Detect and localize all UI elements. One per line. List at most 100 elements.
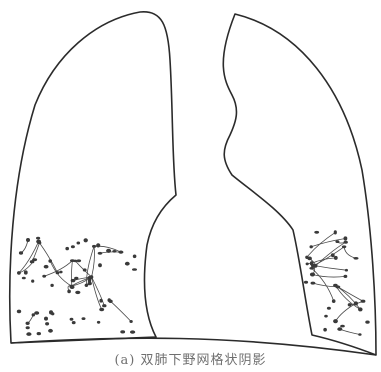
right-reticular-shading [304, 230, 370, 336]
right-reticular-nodule [335, 240, 339, 243]
right-reticular-nodule [354, 257, 359, 260]
left-reticular-nodule [24, 270, 28, 274]
left-reticular-nodule [74, 260, 78, 263]
right-reticular-nodule [310, 273, 315, 277]
right-reticular-nodule [304, 281, 308, 284]
right-reticular-nodule [358, 333, 361, 336]
left-reticular-nodule [132, 268, 137, 271]
right-reticular-nodule [306, 263, 309, 266]
left-reticular-nodule [129, 320, 132, 323]
right-reticular-strand [314, 247, 344, 266]
right-reticular-nodule [333, 284, 338, 287]
right-reticular-nodule [324, 315, 328, 318]
right-reticular-nodule [307, 257, 312, 261]
right-reticular-nodule [310, 245, 313, 248]
left-reticular-nodule [120, 330, 125, 333]
left-reticular-nodule [44, 317, 48, 321]
right-reticular-strand [336, 303, 356, 321]
left-reticular-strand [92, 277, 102, 310]
right-reticular-nodule [344, 275, 348, 278]
left-reticular-nodule [130, 330, 135, 333]
right-reticular-nodule [331, 253, 335, 257]
left-reticular-nodule [70, 318, 74, 321]
left-reticular-strand [71, 261, 72, 288]
left-reticular-nodule [37, 332, 41, 335]
left-reticular-nodule [26, 322, 30, 325]
left-reticular-nodule [90, 275, 93, 279]
left-reticular-nodule [77, 242, 81, 245]
right-reticular-strand [344, 247, 356, 258]
right-reticular-strand [312, 268, 334, 301]
left-reticular-nodule [67, 290, 71, 294]
left-reticular-nodule [83, 268, 87, 271]
right-reticular-strand [313, 275, 346, 278]
left-reticular-strand [21, 240, 28, 253]
right-reticular-strand [307, 232, 335, 257]
left-reticular-nodule [88, 282, 92, 286]
right-reticular-nodule [344, 236, 348, 240]
left-reticular-nodule [32, 258, 37, 261]
left-reticular-nodule [118, 251, 123, 254]
left-reticular-nodule [56, 271, 60, 274]
left-reticular-nodule [32, 313, 35, 316]
left-reticular-nodule [26, 238, 30, 242]
left-reticular-nodule [99, 308, 104, 312]
left-reticular-nodule [108, 298, 111, 302]
right-reticular-nodule [334, 256, 338, 260]
left-reticular-nodule [17, 271, 21, 275]
left-reticular-nodule [36, 240, 41, 244]
left-reticular-nodule [17, 310, 21, 314]
left-reticular-nodule [69, 285, 73, 288]
left-reticular-nodule [71, 279, 76, 282]
left-lung-outline [10, 12, 176, 343]
right-reticular-nodule [342, 245, 346, 248]
left-reticular-nodule [98, 252, 103, 255]
left-reticular-nodule [71, 245, 75, 248]
left-reticular-nodule [112, 250, 116, 253]
left-reticular-strand [111, 301, 132, 321]
left-reticular-nodule [106, 249, 111, 253]
left-reticular-nodule [75, 291, 80, 294]
left-reticular-nodule [82, 317, 86, 320]
left-reticular-nodule [45, 322, 49, 325]
right-reticular-nodule [361, 300, 366, 303]
left-reticular-nodule [22, 277, 26, 280]
left-reticular-nodule [44, 265, 49, 269]
left-reticular-nodule [42, 275, 46, 278]
right-reticular-nodule [323, 328, 327, 332]
right-reticular-nodule [311, 264, 315, 268]
left-reticular-nodule [99, 299, 102, 303]
left-reticular-nodule [49, 310, 53, 314]
right-reticular-nodule [314, 231, 319, 234]
right-reticular-nodule [333, 319, 338, 323]
left-reticular-nodule [72, 321, 76, 324]
right-reticular-nodule [345, 269, 348, 272]
right-reticular-nodule [348, 303, 352, 306]
right-reticular-nodule [354, 301, 358, 305]
left-reticular-nodule [92, 245, 96, 248]
left-reticular-strand [19, 242, 39, 273]
left-reticular-nodule [96, 243, 100, 247]
right-lung-outline [223, 14, 376, 355]
left-reticular-nodule [26, 332, 31, 336]
left-reticular-nodule [84, 238, 88, 242]
right-reticular-nodule [311, 282, 316, 285]
left-reticular-strand [40, 243, 58, 273]
right-reticular-nodule [344, 241, 348, 244]
left-reticular-nodule [59, 271, 62, 274]
right-reticular-strand [314, 266, 347, 271]
right-reticular-nodule [365, 321, 369, 324]
right-reticular-nodule [340, 325, 345, 328]
left-reticular-nodule [74, 277, 78, 280]
left-reticular-nodule [102, 304, 106, 307]
left-reticular-nodule [31, 280, 34, 283]
left-reticular-nodule [65, 247, 69, 250]
right-reticular-nodule [334, 230, 337, 234]
left-reticular-nodule [98, 263, 102, 267]
right-reticular-nodule [358, 307, 363, 311]
right-reticular-nodule [327, 307, 331, 310]
left-reticular-nodule [48, 259, 52, 263]
left-reticular-nodule [19, 251, 23, 254]
figure-caption: (a) 双肺下野网格状阴影 [0, 350, 381, 372]
